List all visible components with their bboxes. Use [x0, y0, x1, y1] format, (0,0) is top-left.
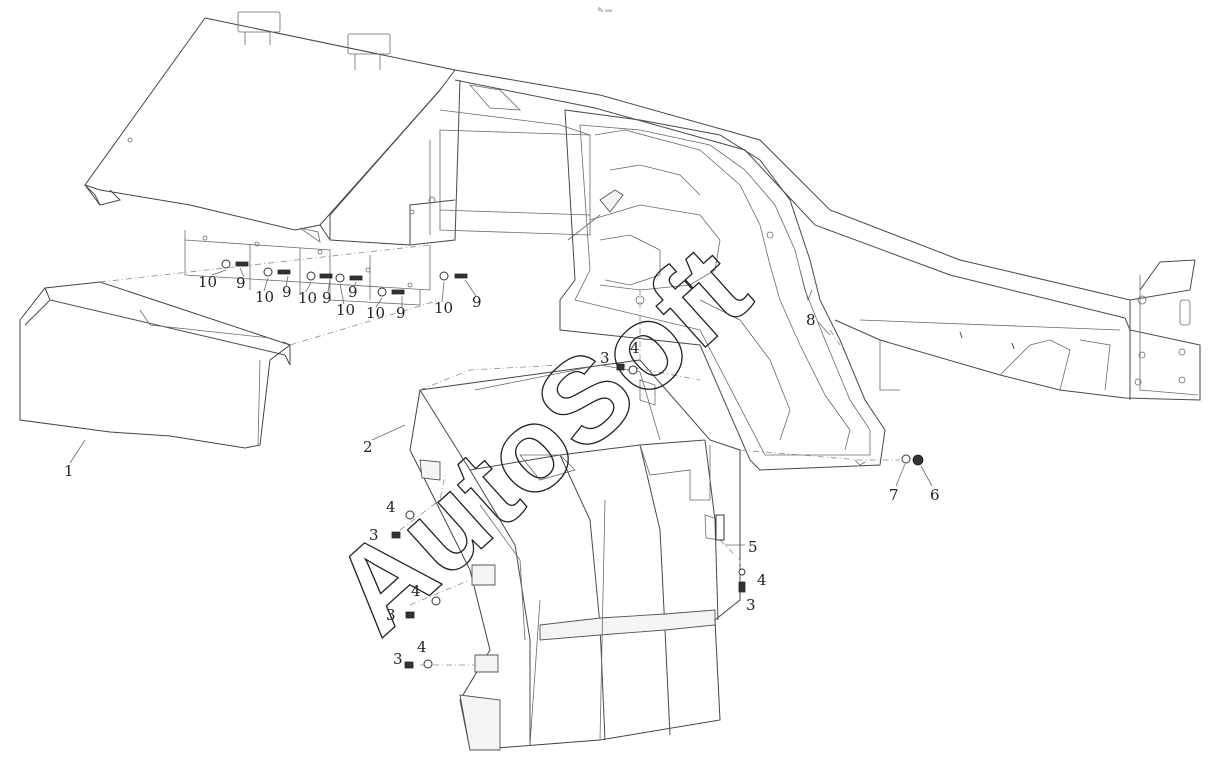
- mounting-bracket: [184, 230, 431, 306]
- callout-3: 3: [746, 596, 756, 614]
- washer-icon: [628, 365, 638, 375]
- bolt-icon: [391, 531, 401, 539]
- callout-8: 8: [806, 311, 816, 329]
- mud-guard: [409, 359, 741, 751]
- washer-icon: [901, 454, 911, 464]
- bolt-icon: [738, 581, 746, 593]
- callout-9: 9: [282, 283, 292, 301]
- washer-icon: [439, 271, 449, 281]
- frame-rail: [454, 69, 1201, 401]
- nut-icon: [912, 454, 924, 466]
- side-cover: [19, 281, 292, 449]
- washer-icon: [335, 273, 345, 283]
- callout-10: 10: [434, 299, 453, 317]
- callout-labels: 1 2 3 4 4 3 4 3 4 3 5 4 3 6 7 8 10 9 10 …: [64, 267, 940, 668]
- assembly-lines: [99, 244, 900, 666]
- washer-icon: [405, 510, 415, 520]
- washer-icon: [221, 259, 231, 269]
- callout-3: 3: [600, 349, 610, 367]
- callout-10: 10: [366, 304, 385, 322]
- bolt-icon: [715, 514, 725, 541]
- callout-6: 6: [930, 486, 940, 504]
- callout-5: 5: [748, 538, 758, 556]
- wheel-housing: [559, 109, 886, 471]
- washer-icon: [738, 568, 746, 576]
- callout-9: 9: [322, 289, 332, 307]
- callout-9: 9: [396, 304, 406, 322]
- callout-3: 3: [369, 526, 379, 544]
- bolt-icon: [319, 273, 333, 279]
- washer-icon: [431, 596, 441, 606]
- callout-4: 4: [386, 498, 396, 516]
- callout-1: 1: [64, 462, 74, 480]
- washer-icon: [306, 271, 316, 281]
- washer-icon: [263, 267, 273, 277]
- callout-7: 7: [889, 486, 899, 504]
- bolt-icon: [391, 289, 405, 295]
- callout-4: 4: [411, 582, 421, 600]
- fasteners: [221, 259, 924, 669]
- callout-10: 10: [255, 288, 274, 306]
- washer-icon: [423, 659, 433, 669]
- bolt-icon: [277, 269, 291, 275]
- callout-10: 10: [336, 301, 355, 319]
- callout-3: 3: [386, 606, 396, 624]
- callout-2: 2: [363, 438, 373, 456]
- battery-box: [84, 11, 591, 246]
- callout-9: 9: [472, 293, 482, 311]
- bolt-icon: [616, 363, 625, 371]
- bolt-icon: [454, 273, 468, 279]
- bolt-icon: [404, 661, 414, 669]
- callout-10: 10: [198, 273, 217, 291]
- bolt-icon: [349, 275, 363, 281]
- callout-3: 3: [393, 650, 403, 668]
- callout-4: 4: [417, 638, 427, 656]
- header-code: ª₀ ₀₀₀: [598, 7, 613, 14]
- callout-4: 4: [757, 571, 767, 589]
- bolt-icon: [235, 261, 249, 267]
- callout-9: 9: [236, 274, 246, 292]
- bolt-icon: [405, 611, 415, 619]
- callout-9: 9: [348, 283, 358, 301]
- callout-10: 10: [298, 289, 317, 307]
- washer-icon: [377, 287, 387, 297]
- callout-4: 4: [630, 339, 640, 357]
